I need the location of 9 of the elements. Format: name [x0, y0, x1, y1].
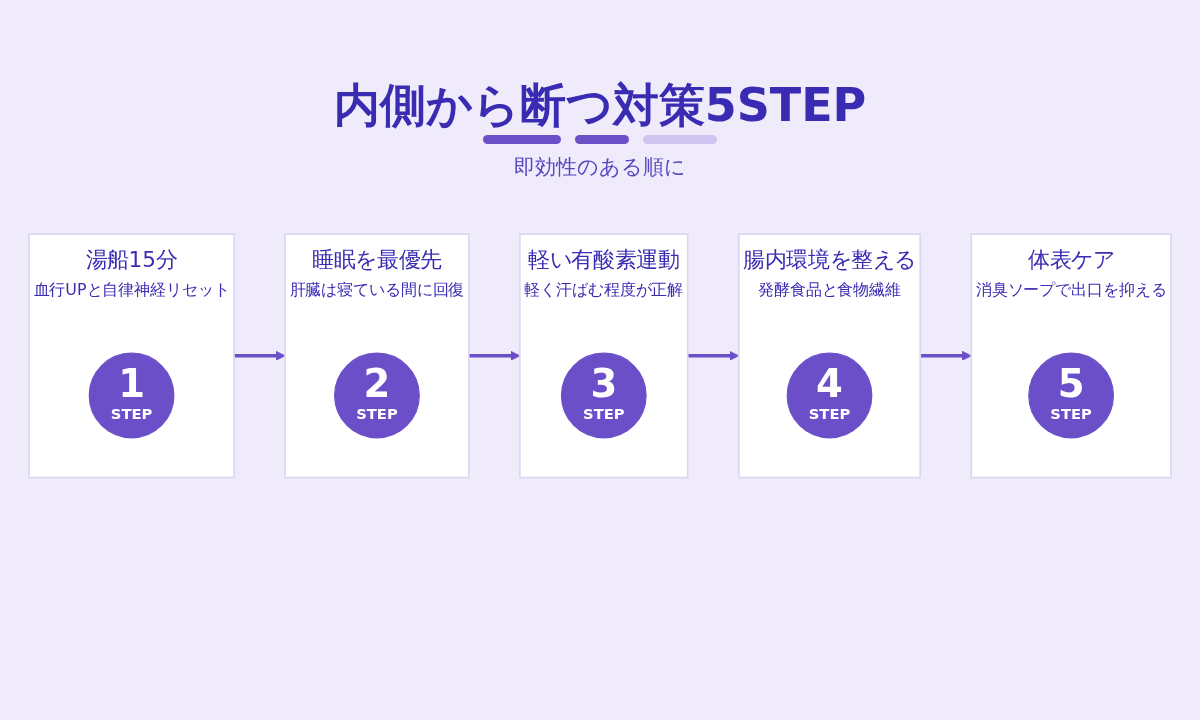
title: 内側から断つ対策5STEP [333, 78, 867, 134]
subtitle: 即効性のある順に [514, 154, 686, 182]
step-number-circle: 5 STEP [1028, 352, 1114, 439]
step-number-circle: 2 STEP [334, 352, 420, 439]
step-number-circle: 3 STEP [560, 352, 647, 439]
step-number-circle: 1 STEP [88, 352, 175, 439]
step-number-circle: 4 STEP [786, 352, 873, 439]
arrow [920, 350, 972, 361]
arrow [234, 350, 286, 361]
